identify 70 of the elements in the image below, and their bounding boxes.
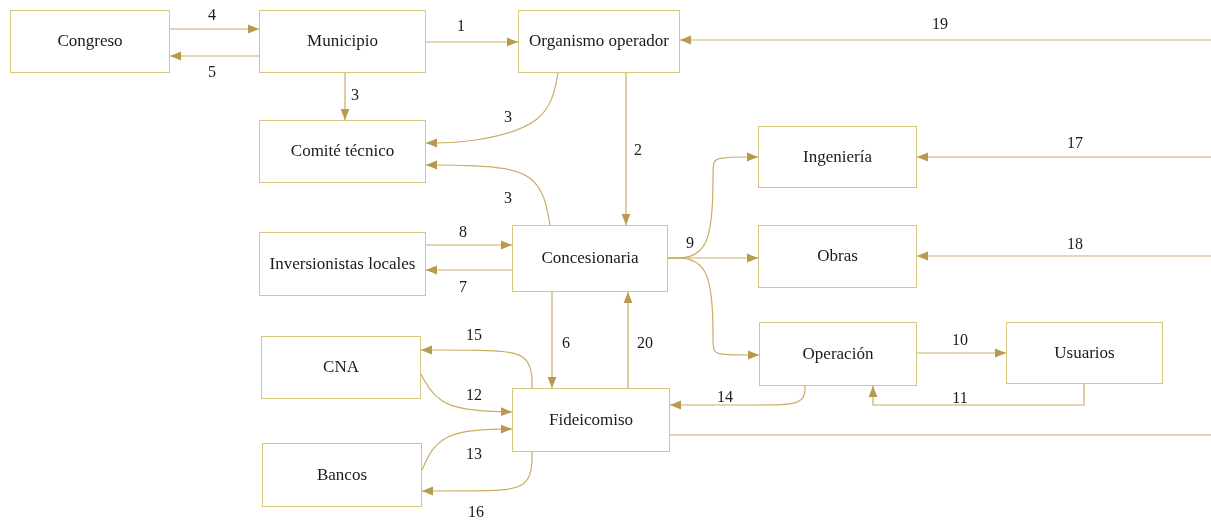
arrow (916, 251, 1211, 261)
process-box (10, 10, 170, 73)
node-label: Concesionaria (541, 248, 639, 269)
arrow (916, 152, 1211, 162)
process-box (259, 232, 426, 296)
node-label: Inversionistas locales (269, 253, 416, 275)
process-box (758, 225, 917, 288)
arrow (425, 265, 513, 275)
edge-label: 15 (466, 326, 482, 344)
process-box (1006, 322, 1163, 384)
arrow (667, 257, 760, 360)
process-box (259, 10, 426, 73)
arrow (420, 373, 513, 417)
arrow (420, 345, 533, 389)
arrow (421, 424, 513, 471)
edge-label: 17 (1067, 134, 1083, 152)
arrow (169, 51, 260, 61)
edge-label: 3 (351, 86, 359, 104)
edge-label: 10 (952, 331, 968, 349)
edge-label: 8 (459, 223, 467, 241)
arrow (916, 348, 1007, 358)
arrow (669, 385, 806, 410)
edge-label: 2 (634, 141, 642, 159)
arrow (425, 37, 519, 47)
arrow (169, 24, 260, 34)
node-label: CNA (323, 357, 359, 378)
arrow (425, 160, 551, 226)
node-label: Usuarios (1054, 342, 1115, 364)
node-label: Fideicomiso (548, 409, 634, 431)
process-box (518, 10, 680, 73)
process-box (262, 443, 422, 507)
edge-label: 9 (686, 234, 694, 252)
node-label: Obras (817, 246, 858, 267)
edge-label: 12 (466, 386, 482, 404)
process-box (512, 225, 668, 292)
node-label: Comité técnico (290, 141, 395, 162)
arrow (679, 35, 1211, 45)
edge-label: 11 (952, 389, 968, 407)
edge-label: 3 (504, 189, 512, 207)
edge-label: 7 (459, 278, 467, 296)
node-label: Municipio (307, 31, 378, 52)
node-label: Organismo operador (529, 31, 669, 52)
edge-label: 6 (562, 334, 570, 352)
edge-label: 19 (932, 15, 948, 33)
arrow (340, 72, 350, 121)
edge-label: 4 (208, 6, 216, 24)
arrow (547, 291, 557, 389)
process-box (261, 336, 421, 399)
node-label: Congreso (57, 31, 123, 52)
arrow (868, 383, 1085, 406)
process-box (512, 388, 670, 452)
edge-label: 18 (1067, 235, 1083, 253)
process-box (758, 126, 917, 188)
node-label: Ingeniería (803, 146, 872, 168)
arrow (621, 72, 631, 226)
arrow (623, 291, 633, 389)
edge-label: 5 (208, 63, 216, 81)
arrow (425, 72, 559, 148)
edge-label: 1 (457, 17, 465, 35)
process-box (259, 120, 426, 183)
node-label: Operación (802, 343, 874, 365)
arrow (421, 451, 533, 496)
edge-label: 14 (717, 388, 733, 406)
edge-label: 13 (466, 445, 482, 463)
edge-label: 3 (504, 108, 512, 126)
process-box (759, 322, 917, 386)
edge-label: 16 (468, 503, 484, 521)
arrow (425, 240, 513, 250)
edge-label: 20 (637, 334, 653, 352)
node-label: Bancos (316, 464, 367, 486)
